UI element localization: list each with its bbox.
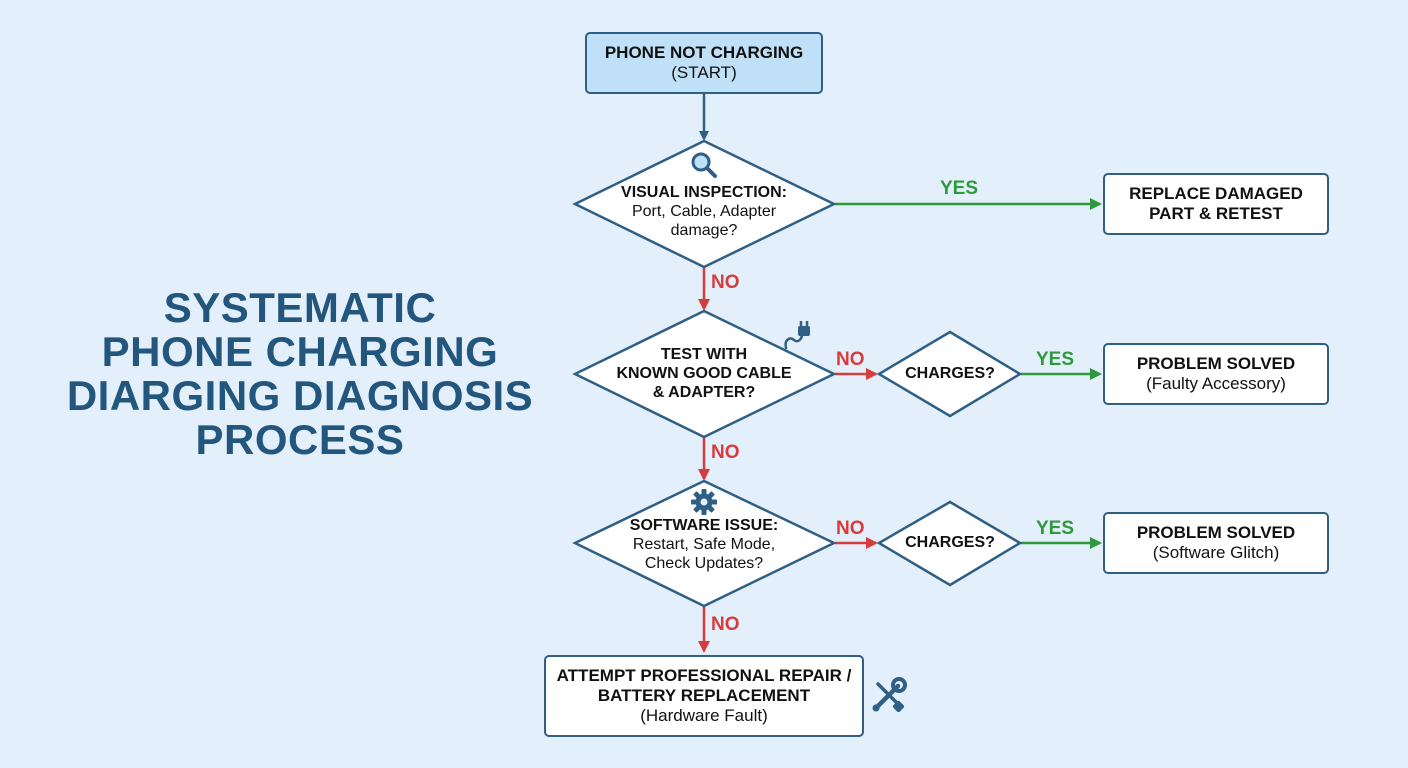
decision-charges-1-label: CHARGES?	[905, 365, 995, 382]
decision-test-text: TEST WITH KNOWN GOOD CABLE & ADAPTER?	[600, 345, 808, 402]
title-line-4: PROCESS	[195, 416, 405, 463]
label-yes-charges-2: YES	[1036, 518, 1075, 539]
plug-icon	[784, 321, 810, 350]
node-solved-software: PROBLEM SOLVED (Software Glitch)	[1103, 512, 1329, 574]
decision-software-line-3: Check Updates?	[644, 555, 764, 572]
node-professional-repair: ATTEMPT PROFESSIONAL REPAIR / BATTERY RE…	[544, 655, 864, 737]
diagram-title: SYSTEMATIC PHONE CHARGING DIARGING DIAGN…	[40, 286, 560, 462]
node-solved-accessory: PROBLEM SOLVED (Faulty Accessory)	[1103, 343, 1329, 405]
decision-test-line-1: TEST WITH	[660, 346, 748, 363]
decision-visual-line-1: VISUAL INSPECTION:	[621, 184, 787, 201]
decision-visual-text: VISUAL INSPECTION: Port, Cable, Adapter …	[600, 183, 808, 240]
decision-software	[572, 479, 837, 608]
label-no-test: NO	[836, 349, 865, 370]
node-repair-line-3: (Hardware Fault)	[640, 706, 768, 725]
node-replace-damaged: REPLACE DAMAGED PART & RETEST	[1103, 173, 1329, 235]
decision-charges-1	[876, 330, 1023, 418]
magnifier-icon	[691, 152, 717, 178]
decision-visual-inspection	[572, 139, 837, 269]
decision-software-text: SOFTWARE ISSUE: Restart, Safe Mode, Chec…	[600, 516, 808, 573]
node-replace-line-2: PART & RETEST	[1149, 204, 1283, 223]
decision-test-line-3: & ADAPTER?	[652, 384, 756, 401]
node-repair-line-2: BATTERY REPLACEMENT	[597, 686, 811, 705]
node-start-subtitle: (START)	[671, 63, 737, 82]
node-solved-software-subtitle: (Software Glitch)	[1152, 543, 1280, 562]
decision-charges-1-text: CHARGES?	[880, 364, 1020, 383]
label-no-visual: NO	[711, 272, 740, 293]
decision-software-line-1: SOFTWARE ISSUE:	[629, 517, 779, 534]
node-repair-line-1: ATTEMPT PROFESSIONAL REPAIR /	[556, 666, 852, 685]
gear-icon	[691, 489, 717, 515]
node-solved-software-title: PROBLEM SOLVED	[1136, 523, 1296, 542]
decision-charges-2-text: CHARGES?	[880, 533, 1020, 552]
node-start-title: PHONE NOT CHARGING	[604, 43, 804, 62]
title-line-1: SYSTEMATIC	[163, 284, 437, 331]
decision-charges-2-label: CHARGES?	[905, 534, 995, 551]
label-no-test-down: NO	[711, 442, 740, 463]
node-replace-line-1: REPLACE DAMAGED	[1129, 184, 1303, 203]
decision-test-line-2: KNOWN GOOD CABLE	[616, 365, 792, 382]
wrench-screwdriver-icon	[872, 677, 907, 713]
label-yes-charges-1: YES	[1036, 349, 1075, 370]
decision-test-cable	[572, 309, 837, 439]
decision-charges-2	[876, 500, 1023, 587]
label-yes-visual: YES	[940, 178, 979, 199]
node-start: PHONE NOT CHARGING (START)	[585, 32, 823, 94]
decision-visual-line-2: Port, Cable, Adapter	[631, 203, 777, 220]
title-line-3: DIARGING DIAGNOSIS	[66, 372, 534, 419]
decision-visual-line-3: damage?	[670, 222, 738, 239]
label-no-software-down: NO	[711, 614, 740, 635]
decision-software-line-2: Restart, Safe Mode,	[632, 536, 776, 553]
node-solved-accessory-title: PROBLEM SOLVED	[1136, 354, 1296, 373]
title-line-2: PHONE CHARGING	[101, 328, 499, 375]
node-solved-accessory-subtitle: (Faulty Accessory)	[1146, 374, 1286, 393]
label-no-software: NO	[836, 518, 865, 539]
